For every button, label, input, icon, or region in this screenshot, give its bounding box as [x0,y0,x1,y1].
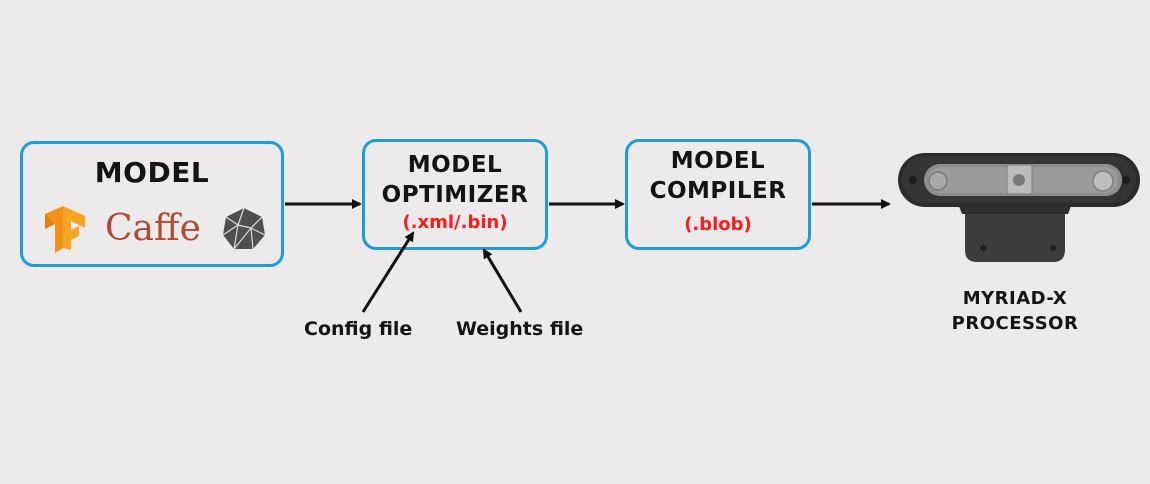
compiler-title-line2: COMPILER [649,178,787,204]
weights-file-label: Weights file [456,318,584,340]
model-box: MODEL Caffe [20,141,284,267]
onnx-icon [222,207,266,250]
arrow-weights-to-optimizer [482,248,523,313]
optimizer-title-line2: OPTIMIZER [381,182,529,208]
compiler-extension: (.blob) [684,214,752,235]
config-file-label: Config file [304,318,413,340]
compiler-title-line1: MODEL [670,148,766,174]
processor-label-line2: PROCESSOR [951,313,1079,334]
optimizer-extension: (.xml/.bin) [402,212,508,233]
model-optimizer-box: MODEL OPTIMIZER (.xml/.bin) [362,139,548,250]
arrow-config-to-optimizer [361,231,415,313]
model-title: MODEL [94,156,210,189]
model-compiler-box: MODEL COMPILER (.blob) [625,139,811,250]
tensorflow-icon [45,206,85,253]
processor-label-line1: MYRIAD-X [962,288,1068,309]
optimizer-title-line1: MODEL [407,152,503,178]
caffe-logo: Caffe [105,208,201,249]
